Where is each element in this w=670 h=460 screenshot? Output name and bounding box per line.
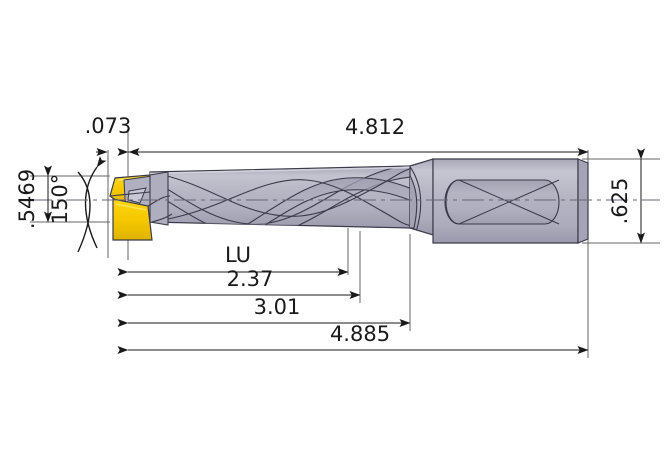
usable-length-label: LU [225, 243, 251, 267]
flute-length-label: 4.812 [345, 115, 405, 139]
tip-offset-label: .073 [85, 114, 132, 138]
depth-2-label: 2.37 [227, 267, 274, 291]
insert-shoulder [149, 171, 169, 226]
helix-flutes [150, 166, 410, 228]
drill-tool-illustration [109, 158, 589, 244]
point-angle-arcs [77, 156, 107, 253]
shank-weldon-flat [444, 179, 560, 225]
overall-length-label: 4.885 [330, 322, 390, 346]
point-angle-label: 150° [48, 174, 72, 225]
shank-end-chamfer [577, 158, 589, 244]
shank-diameter-label: .625 [608, 178, 632, 225]
cutting-diameter-label: .5469 [15, 169, 39, 229]
depth-3-label: 3.01 [254, 295, 301, 319]
